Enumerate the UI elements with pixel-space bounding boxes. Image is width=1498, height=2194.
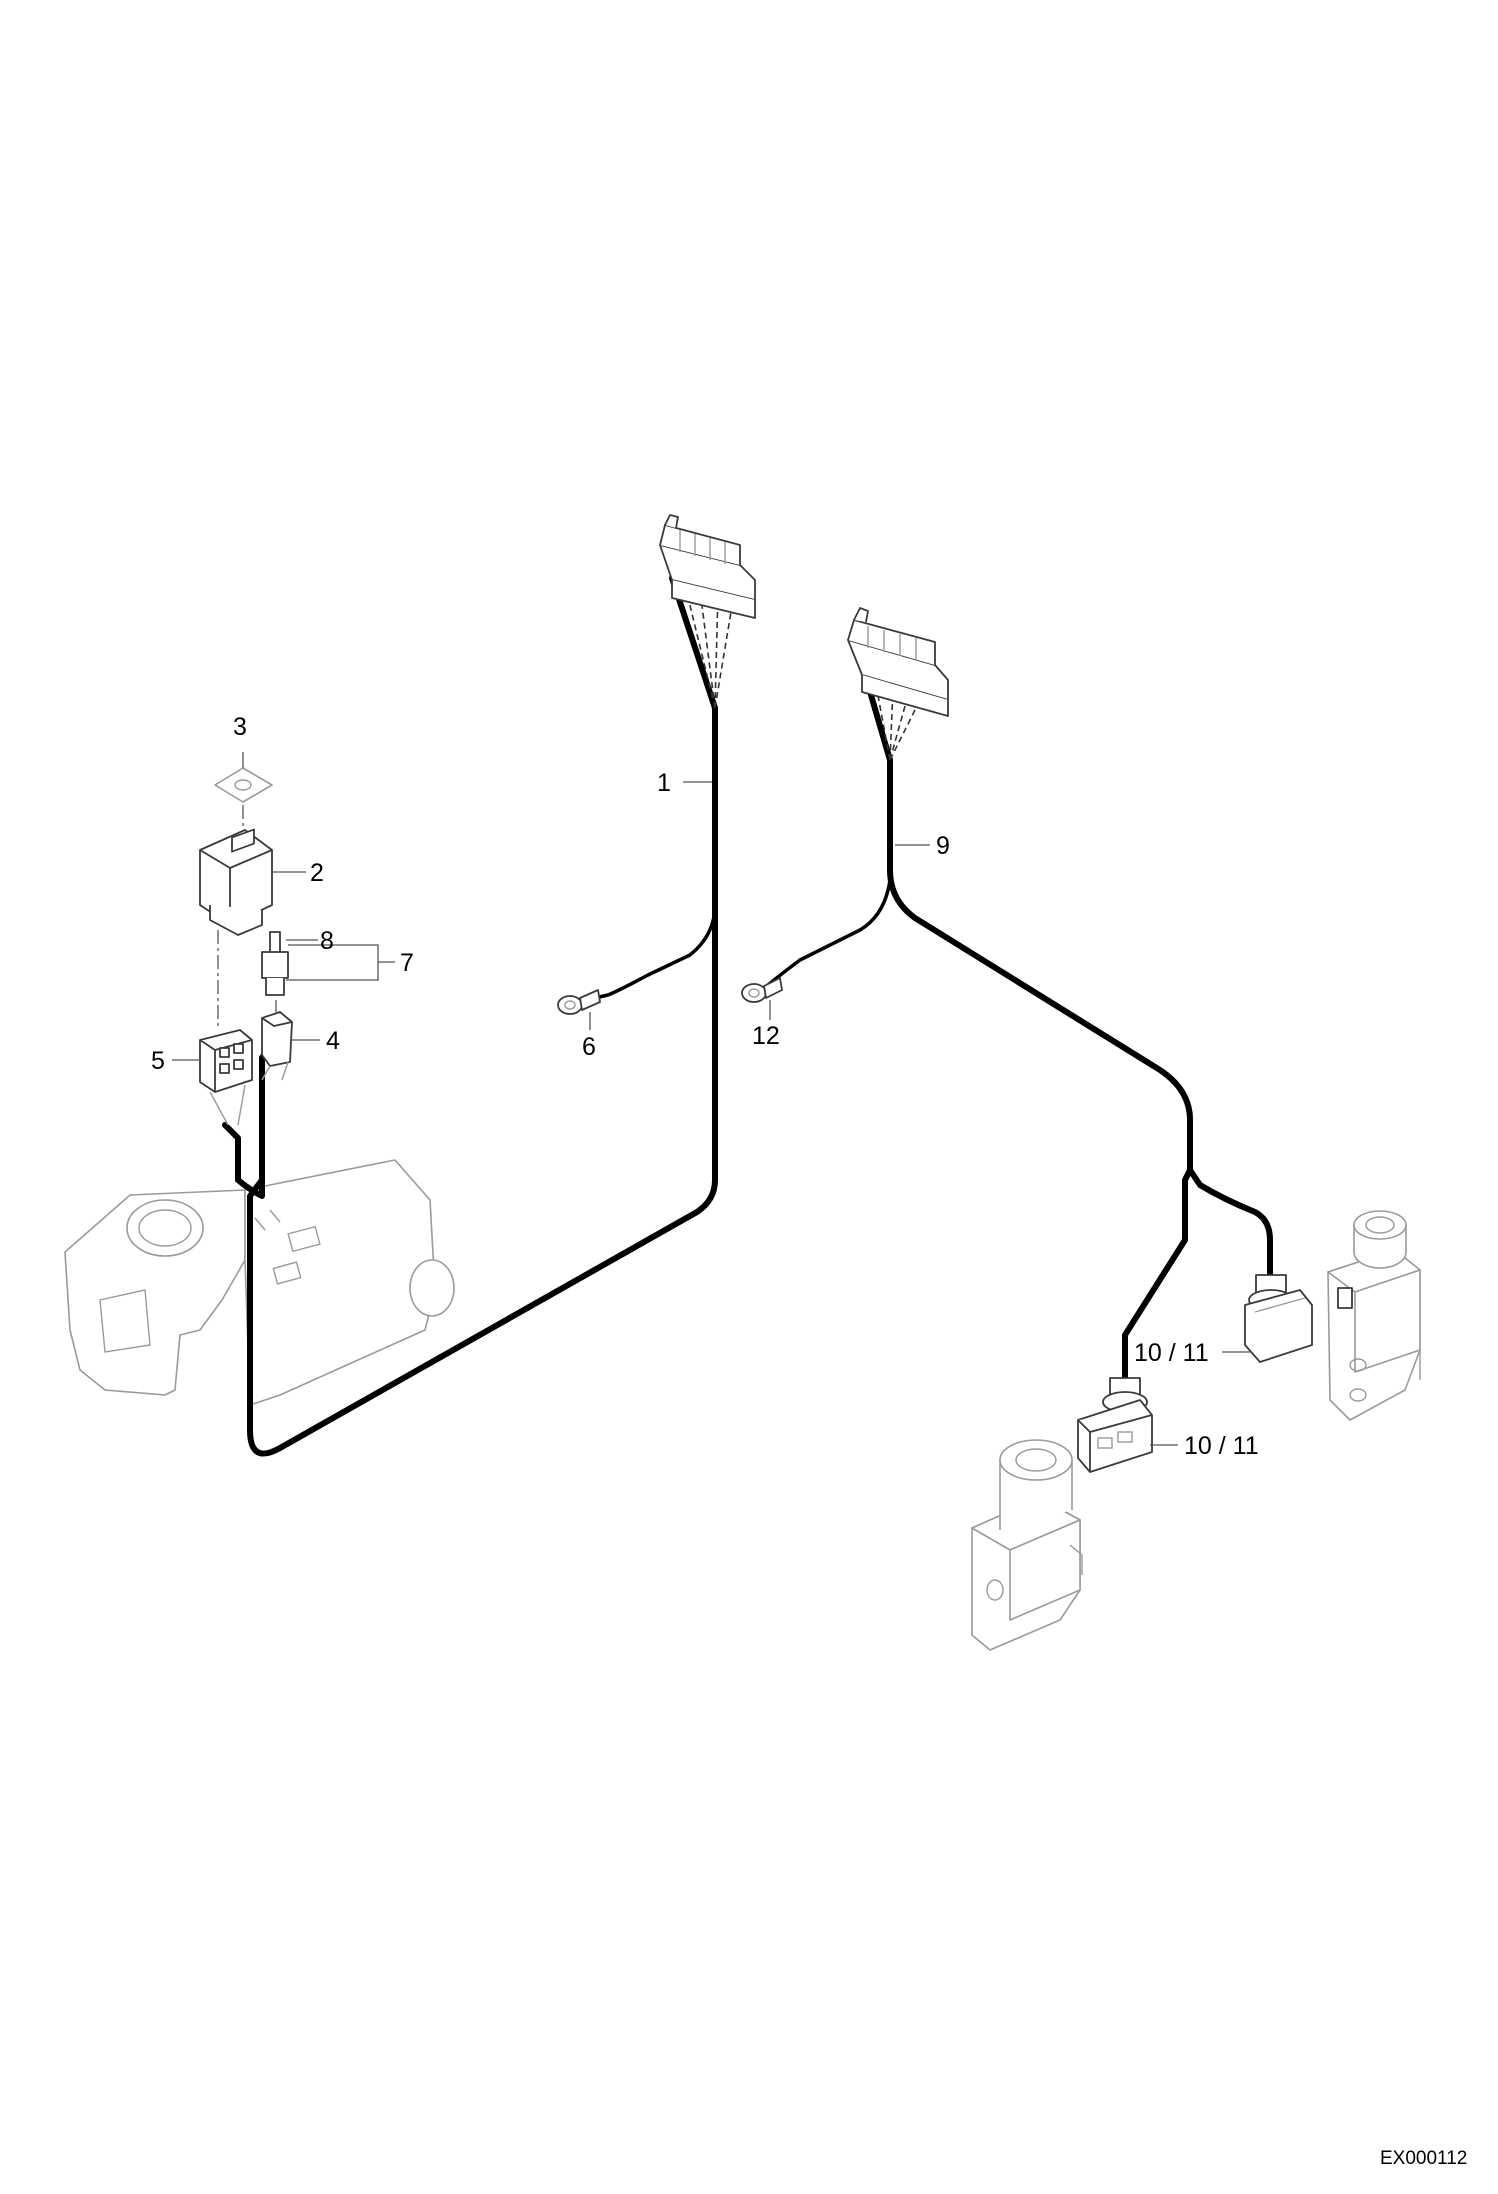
valve-block-lower [971,1439,1083,1651]
callout-5: 5 [151,1047,165,1075]
ring-terminal-6 [557,989,601,1015]
connector-harness-9 [847,607,949,717]
callout-1: 1 [657,769,671,797]
callout-9: 9 [936,832,950,860]
console-bracket [64,1159,455,1406]
solenoid-plug-lower [1077,1377,1153,1473]
leader-lines [172,752,1252,1446]
callout-10-11-lower: 10 / 11 [1184,1432,1259,1460]
connector-5 [199,1029,253,1126]
callout-8: 8 [320,927,334,955]
callout-6: 6 [582,1033,596,1061]
connector-harness-1 [659,514,756,619]
callout-12: 12 [752,1022,780,1050]
drawing-id: EX000112 [1380,2148,1467,2169]
plug-8 [261,931,289,996]
switch-cover-3 [214,767,273,803]
connector-4 [261,1011,293,1081]
callout-2: 2 [310,859,324,887]
callout-3: 3 [233,713,247,741]
harness-9 [766,675,1273,1383]
callout-7: 7 [400,949,414,977]
valve-block-right [1327,1210,1421,1421]
callout-4: 4 [326,1027,340,1055]
rocker-switch-2 [199,828,273,936]
callout-10-11-upper: 10 / 11 [1134,1339,1209,1367]
ring-terminal-12 [741,977,783,1003]
solenoid-plug-upper [1244,1274,1313,1363]
assembly-center-lines [217,805,277,1030]
